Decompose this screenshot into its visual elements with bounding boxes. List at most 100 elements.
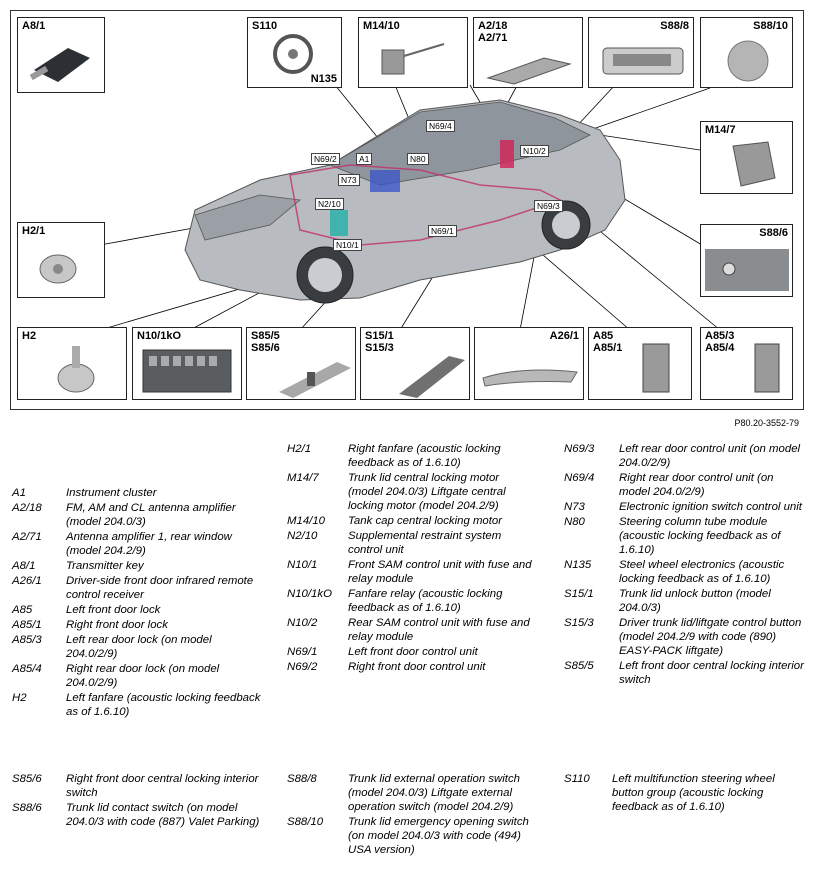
legend-code: N10/2 [287,617,318,629]
legend-code: H2/1 [287,443,312,455]
trunk-motor-icon [732,141,776,187]
legend-code: A85 [12,604,33,616]
legend-description: Right front door control unit [348,661,486,673]
legend-description: Trunk lid central locking motor (model 2… [348,472,506,512]
legend-description: Trunk lid contact switch (on model 204.0… [66,802,260,828]
legend-description: Left front door lock [66,604,161,616]
car-label-n73: N73 [338,174,360,186]
door-lock-icon [642,343,670,393]
legend-description: Supplemental restraint system control un… [348,530,502,556]
component-box-s88-8: S88/8 [588,17,694,88]
legend-code: N80 [564,516,585,528]
legend-description: Instrument cluster [66,487,157,499]
box-label: M14/7 [705,124,736,136]
legend-entry: N69/3 Left rear door control unit (on mod… [564,442,804,470]
legend-code: N69/4 [564,472,595,484]
legend-code: S15/1 [564,588,594,600]
legend-code: S85/5 [564,660,594,672]
legend-code: M14/10 [287,515,325,527]
legend-code: N69/3 [564,443,595,455]
box-label: S110 [252,20,278,32]
fanfare-horn-icon [39,254,77,284]
trunk-switch-icon [602,47,684,75]
steering-wheel-icon [273,34,313,74]
legend-description: Left front door control unit [348,646,478,658]
interior-switch-icon [279,362,351,398]
fuse-relay-module-icon [142,349,232,393]
legend-description: Left front door central locking interior… [619,660,804,686]
figure-reference: P80.20-3552-79 [734,418,799,428]
door-lock-icon [754,343,780,393]
component-box-s110: S110 N135 [247,17,342,88]
legend-column-3: N69/3 Left rear door control unit (on mod… [564,442,804,688]
legend-description: Left multifunction steering wheel button… [612,773,775,813]
tank-cap-motor-icon [381,43,445,75]
legend-code: A85/3 [12,634,42,646]
box-label: H2/1 [22,225,46,237]
legend-code: N73 [564,501,585,513]
legend-code: N10/1kO [287,588,332,600]
legend-description: Trunk lid emergency opening switch (on m… [348,816,529,856]
car-illustration [184,99,626,304]
diagram-drawing [99,79,721,331]
legend-entry: M14/10 Tank cap central locking motor [287,514,537,528]
component-box-h2: H2 [17,327,127,400]
box-label: S88/8 [660,20,689,32]
legend-entry: N73 Electronic ignition switch control un… [564,500,804,514]
legend-code: A2/18 [12,502,42,514]
legend-description: Left rear door control unit (on model 20… [619,443,801,469]
legend-description: Rear SAM control unit with fuse and rela… [348,617,530,643]
car-label-n69-4: N69/4 [426,120,455,132]
legend-entry: A85 Left front door lock [12,603,262,617]
box-label-secondary: N135 [310,73,337,85]
component-box-m14-10: M14/10 [358,17,468,88]
legend-code: S15/3 [564,617,594,629]
legend-entry: H2 Left fanfare (acoustic locking feedbac… [12,691,262,719]
component-box-n10-1ko: N10/1kO [132,327,242,400]
infrared-receiver-icon [482,369,578,387]
legend-entry: A1 Instrument cluster [12,486,262,500]
legend-code: N135 [564,559,592,571]
legend-code: N10/1 [287,559,318,571]
legend-description: Right rear door lock (on model 204.0/2/9… [66,663,220,689]
legend-description: Electronic ignition switch control unit [619,501,802,513]
car-label-n69-2: N69/2 [311,153,340,165]
component-box-a26-1: A26/1 [474,327,584,400]
box-label: A8/1 [22,20,46,32]
legend-description: Left fanfare (acoustic locking feedback … [66,692,261,718]
legend-code: N2/10 [287,530,318,542]
component-box-m14-7: M14/7 [700,121,793,194]
legend-code: H2 [12,692,27,704]
legend-description: Right front door central locking interio… [66,773,259,799]
legend-description: Trunk lid external operation switch (mod… [348,773,520,813]
fanfare-horn-icon [57,346,95,393]
emergency-switch-icon [727,40,769,82]
legend-description: Tank cap central locking motor [348,515,503,527]
unlock-button-icon [399,356,465,398]
legend-code: A2/71 [12,531,42,543]
legend-code: A85/1 [12,619,42,631]
transmitter-key-icon [29,48,90,82]
legend-code: A1 [12,487,26,499]
legend-code: N69/1 [287,646,318,658]
legend-code: A8/1 [12,560,36,572]
